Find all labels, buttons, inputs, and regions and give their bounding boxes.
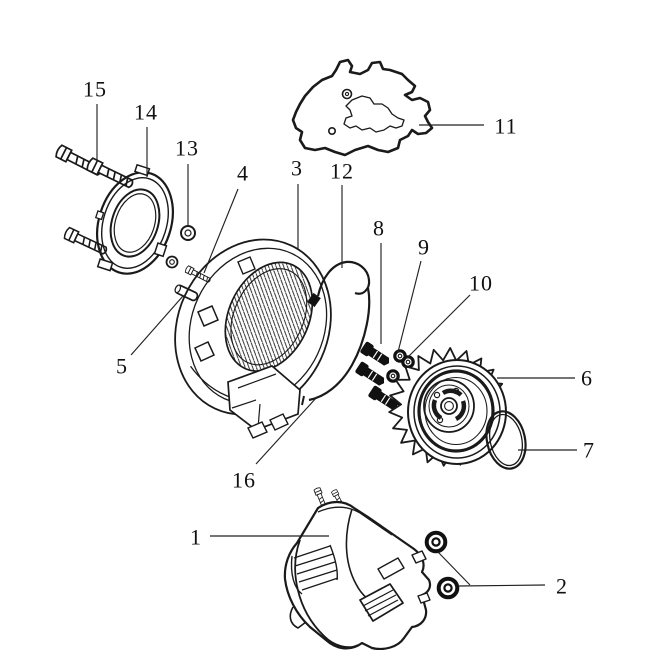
- leader-line-washer-10: [406, 294, 471, 359]
- part-nuts-13: [165, 225, 196, 269]
- part-label-12: 12: [330, 159, 354, 184]
- part-wire-12-16: [301, 260, 371, 406]
- part-label-14: 14: [134, 100, 158, 125]
- part-label-2: 2: [556, 574, 568, 599]
- leader-line-flange-nut-2: [457, 584, 546, 587]
- part-bezel-ring-14: [94, 163, 174, 275]
- part-bolts-15: [53, 143, 136, 258]
- part-label-15: 15: [83, 77, 107, 102]
- part-label-5: 5: [116, 354, 128, 379]
- part-label-8: 8: [373, 216, 385, 241]
- part-flywheel-6: [388, 347, 507, 467]
- part-label-7: 7: [583, 438, 595, 463]
- part-housing-1: [283, 486, 432, 650]
- part-label-3: 3: [291, 156, 303, 181]
- part-fan-cover-3: [174, 238, 332, 439]
- part-bolts-8: [354, 341, 401, 413]
- leader-line-bolt-4: [203, 188, 239, 274]
- part-label-16: 16: [232, 468, 256, 493]
- part-label-6: 6: [581, 366, 593, 391]
- part-label-9: 9: [418, 235, 430, 260]
- leader-line-flange-nut-2: [437, 551, 471, 586]
- part-label-11: 11: [494, 114, 517, 139]
- part-nuts-2: [424, 530, 460, 600]
- leader-line-washer-9: [397, 260, 422, 353]
- part-label-10: 10: [469, 271, 493, 296]
- leader-line-pin-5: [130, 295, 184, 356]
- leader-line-wire-end-16: [255, 396, 318, 465]
- part-gasket-11: [291, 58, 434, 157]
- part-label-4: 4: [237, 161, 249, 186]
- part-label-1: 1: [190, 525, 202, 550]
- part-label-13: 13: [175, 136, 199, 161]
